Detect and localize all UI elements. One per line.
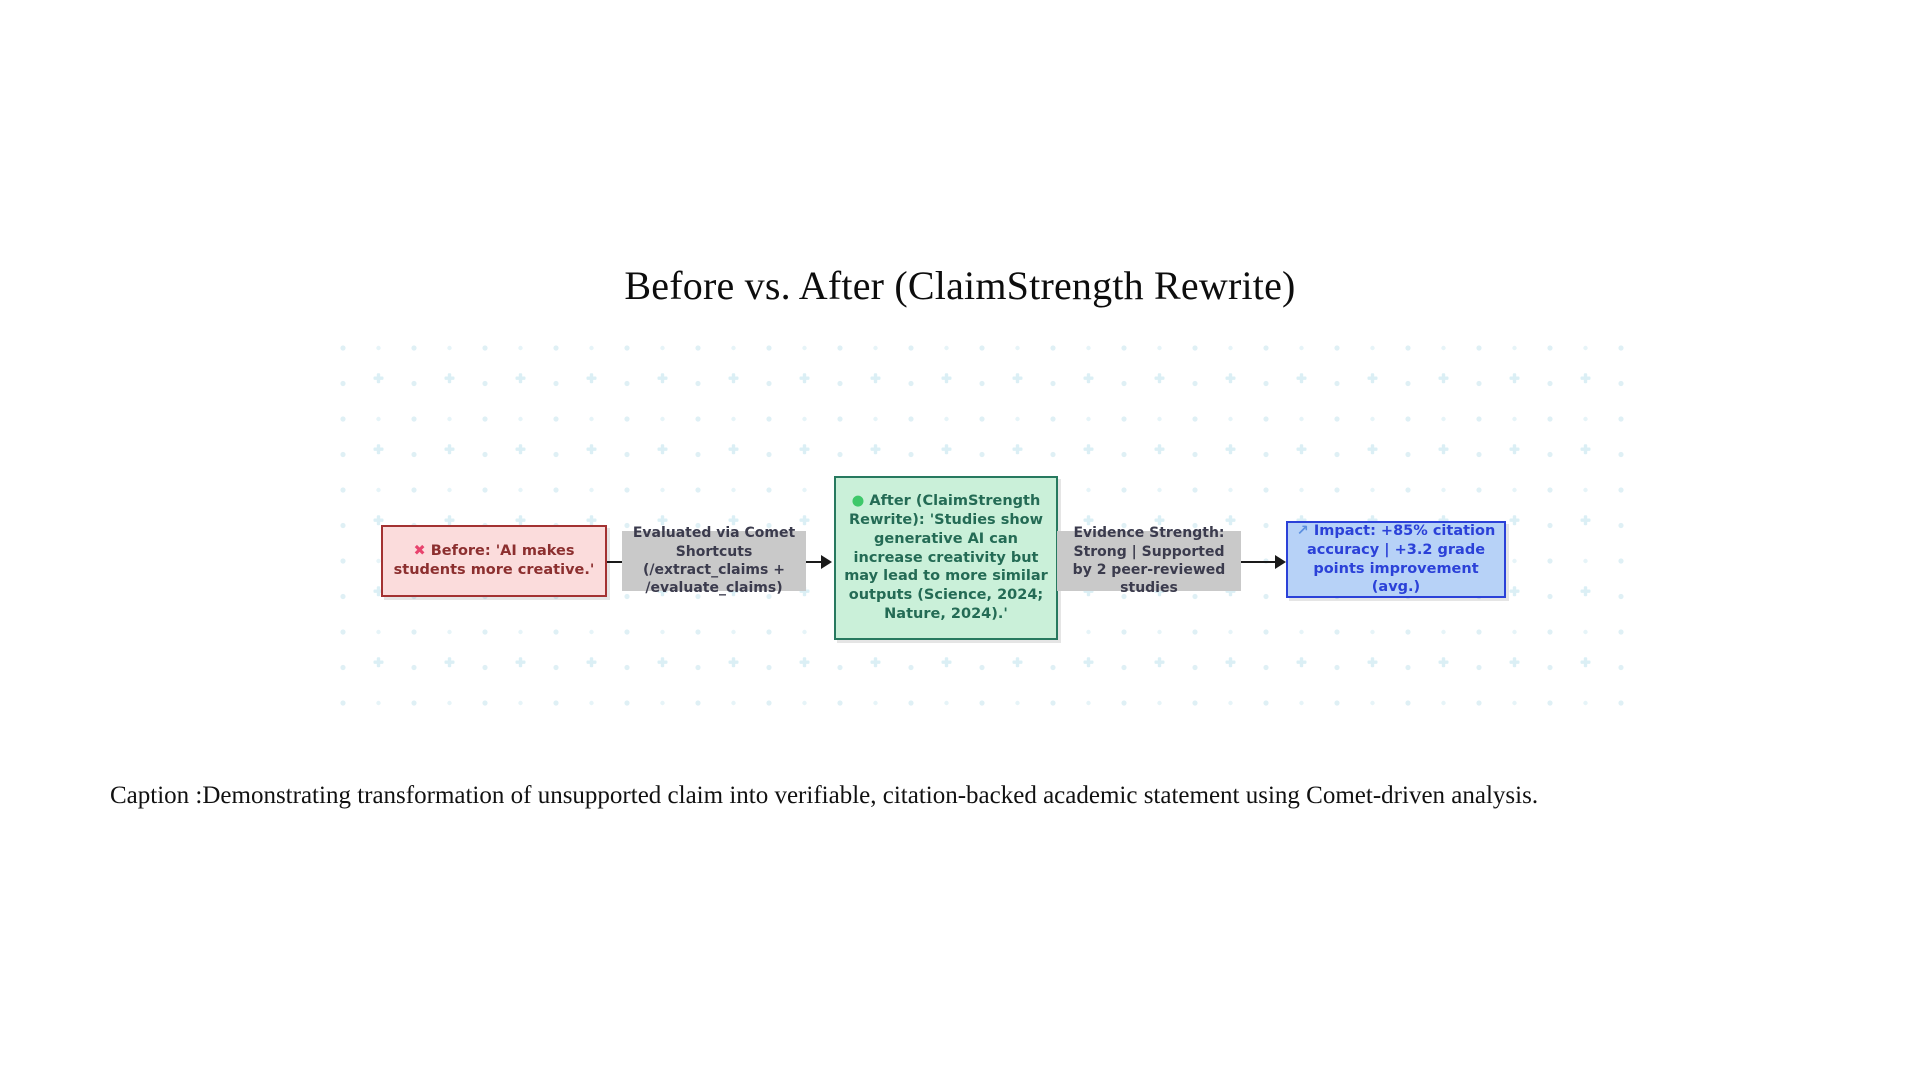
node-before-label: Before: 'AI makes students more creative… bbox=[393, 543, 595, 578]
node-impact-content: ↗ Impact: +85% citation accuracy | +3.2 … bbox=[1288, 522, 1504, 597]
node-after[interactable]: ● After (ClaimStrength Rewrite): 'Studie… bbox=[834, 476, 1058, 640]
arrowhead-into-impact bbox=[1275, 555, 1286, 569]
node-after-label: After (ClaimStrength Rewrite): 'Studies … bbox=[844, 493, 1048, 623]
edge-label-evaluated-text: Evaluated via Comet Shortcuts (/extract_… bbox=[632, 525, 796, 597]
node-impact-label: Impact: +85% citation accuracy | +3.2 gr… bbox=[1306, 522, 1496, 596]
node-after-content: ● After (ClaimStrength Rewrite): 'Studie… bbox=[836, 492, 1056, 624]
node-before-content: ✖ Before: 'AI makes students more creati… bbox=[383, 542, 605, 580]
connector-evaluated-to-after bbox=[806, 561, 828, 563]
node-before[interactable]: ✖ Before: 'AI makes students more creati… bbox=[381, 525, 607, 597]
edge-label-evidence: Evidence Strength: Strong | Supported by… bbox=[1057, 525, 1241, 596]
green-circle-icon: ● bbox=[851, 493, 865, 510]
arrowhead-into-after bbox=[821, 555, 832, 569]
edge-label-evaluated: Evaluated via Comet Shortcuts (/extract_… bbox=[622, 525, 806, 596]
page-title: Before vs. After (ClaimStrength Rewrite) bbox=[624, 263, 1296, 308]
chart-increasing-icon: ↗ bbox=[1296, 522, 1309, 539]
flowchart-canvas: ✖ Before: 'AI makes students more creati… bbox=[340, 345, 1630, 720]
connector-evidence-to-impact bbox=[1241, 561, 1279, 563]
edge-label-evidence-text: Evidence Strength: Strong | Supported by… bbox=[1072, 525, 1226, 597]
figure-caption: Caption :Demonstrating transformation of… bbox=[110, 782, 1539, 809]
node-impact[interactable]: ↗ Impact: +85% citation accuracy | +3.2 … bbox=[1286, 521, 1506, 598]
connector-before-to-evaluated bbox=[607, 561, 623, 563]
cross-mark-icon: ✖ bbox=[413, 543, 426, 560]
